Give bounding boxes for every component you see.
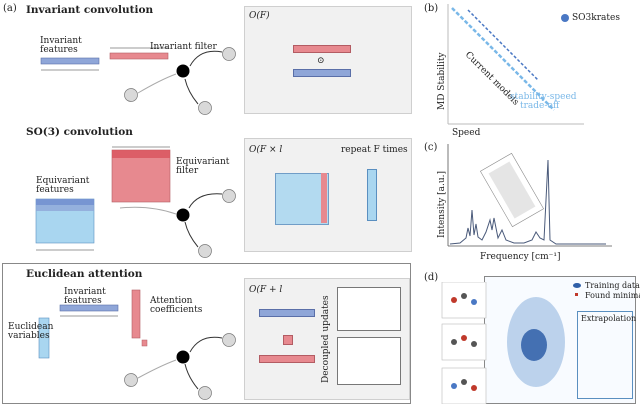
equivariant-features-label-2: features (36, 185, 74, 195)
euclidean-variables-label-2: variables (8, 331, 50, 341)
euclidean-section-frame (2, 263, 411, 404)
panel-b-tag: (b) (424, 3, 439, 14)
so3-graph-nodes (119, 189, 236, 258)
decoupled-bottom-box (337, 337, 401, 385)
invariant-complexity-box: O(F) ⊙ (244, 6, 412, 114)
invariant-filter-label: Invariant filter (150, 42, 217, 52)
so3-repeat-label: repeat F times (341, 145, 408, 155)
attention-coeff-bar (131, 289, 148, 347)
panel-c-ylabel: Intensity [a.u.] (437, 170, 447, 238)
euclidean-variables-label-1: Euclidean (8, 322, 54, 332)
euclid-invariant-features-label-1: Invariant (64, 287, 106, 297)
legend-training-swatch (573, 283, 581, 288)
euclid-complexity-box: O(F + l Decoupled updates (244, 278, 410, 400)
invariant-box-red-bar (293, 45, 351, 53)
current-models-line (467, 9, 539, 81)
invariant-features-label-1: Invariant (40, 36, 82, 46)
invariant-complexity-label: O(F) (249, 11, 270, 21)
equivariant-filter-label-1: Equivariant (176, 157, 230, 167)
panel-b-xlabel: Speed (452, 128, 481, 138)
so3-output-bar (367, 169, 377, 221)
euclid-box-blue-bar (259, 309, 315, 317)
invariant-features-bar (40, 57, 100, 71)
euclidean-variables-bar (38, 317, 50, 359)
attention-coeff-label-2: coefficients (150, 305, 203, 315)
euclid-box-red-bar (259, 355, 315, 363)
panel-d-map: Extrapolation Training data Found minima (484, 276, 640, 404)
invariant-graph-nodes (124, 47, 236, 115)
nanotube-structure (480, 152, 544, 228)
invariant-features-label-2: features (40, 45, 78, 55)
legend-minima: Found minima (585, 291, 640, 300)
invariant-box-odot: ⊙ (317, 56, 325, 66)
legend-training: Training data (585, 281, 640, 290)
so3krates-label: SO3krates (572, 13, 620, 23)
decoupled-top-box (337, 287, 401, 331)
so3-conv-title: SO(3) convolution (26, 126, 133, 138)
euclid-complexity-label: O(F + l (249, 285, 283, 295)
invariant-box-blue-bar (293, 69, 351, 77)
euclid-invariant-features-bar (59, 304, 119, 317)
panel-b-plot (447, 4, 584, 125)
euclid-box-red-square (283, 335, 293, 345)
panel-b-ylabel: MD Stability (437, 52, 447, 110)
extrapolation-box (577, 311, 633, 399)
tradeoff-line (451, 7, 555, 111)
equivariant-features-block (35, 198, 95, 251)
so3krates-point (561, 14, 569, 22)
so3-complexity-label: O(F × l (249, 145, 283, 155)
molecule-insets (441, 282, 487, 404)
density-core (521, 329, 547, 361)
invariant-conv-title: Invariant convolution (26, 4, 154, 16)
panel-c-xlabel: Frequency [cm⁻¹] (480, 252, 561, 262)
panel-c-tag: (c) (424, 142, 438, 153)
tradeoff-label-2: trade-off (520, 101, 560, 111)
equivariant-filter-label-2: filter (176, 166, 199, 176)
spectrum-line (449, 159, 606, 245)
decoupled-updates-label: Decoupled updates (321, 295, 331, 383)
panel-a-tag: (a) (3, 3, 17, 14)
so3-cube-front (275, 173, 329, 225)
euclid-invariant-features-label-2: features (64, 296, 102, 306)
so3-cube-red-edge (321, 173, 327, 223)
extrapolation-label: Extrapolation (581, 314, 637, 323)
so3-complexity-box: O(F × l repeat F times (244, 138, 412, 252)
invariant-filter-bar (109, 47, 169, 60)
attention-coeff-label-1: Attention (150, 296, 193, 306)
equivariant-filter-block (111, 146, 171, 203)
panel-d-tag: (d) (424, 272, 439, 283)
legend-minima-swatch (575, 293, 578, 296)
panel-c-spectrum (447, 144, 612, 247)
euclidean-attention-title: Euclidean attention (26, 268, 143, 280)
tradeoff-label-1: stability-speed (510, 92, 577, 102)
equivariant-features-label-1: Equivariant (36, 176, 90, 186)
euclid-graph-nodes (124, 333, 236, 400)
